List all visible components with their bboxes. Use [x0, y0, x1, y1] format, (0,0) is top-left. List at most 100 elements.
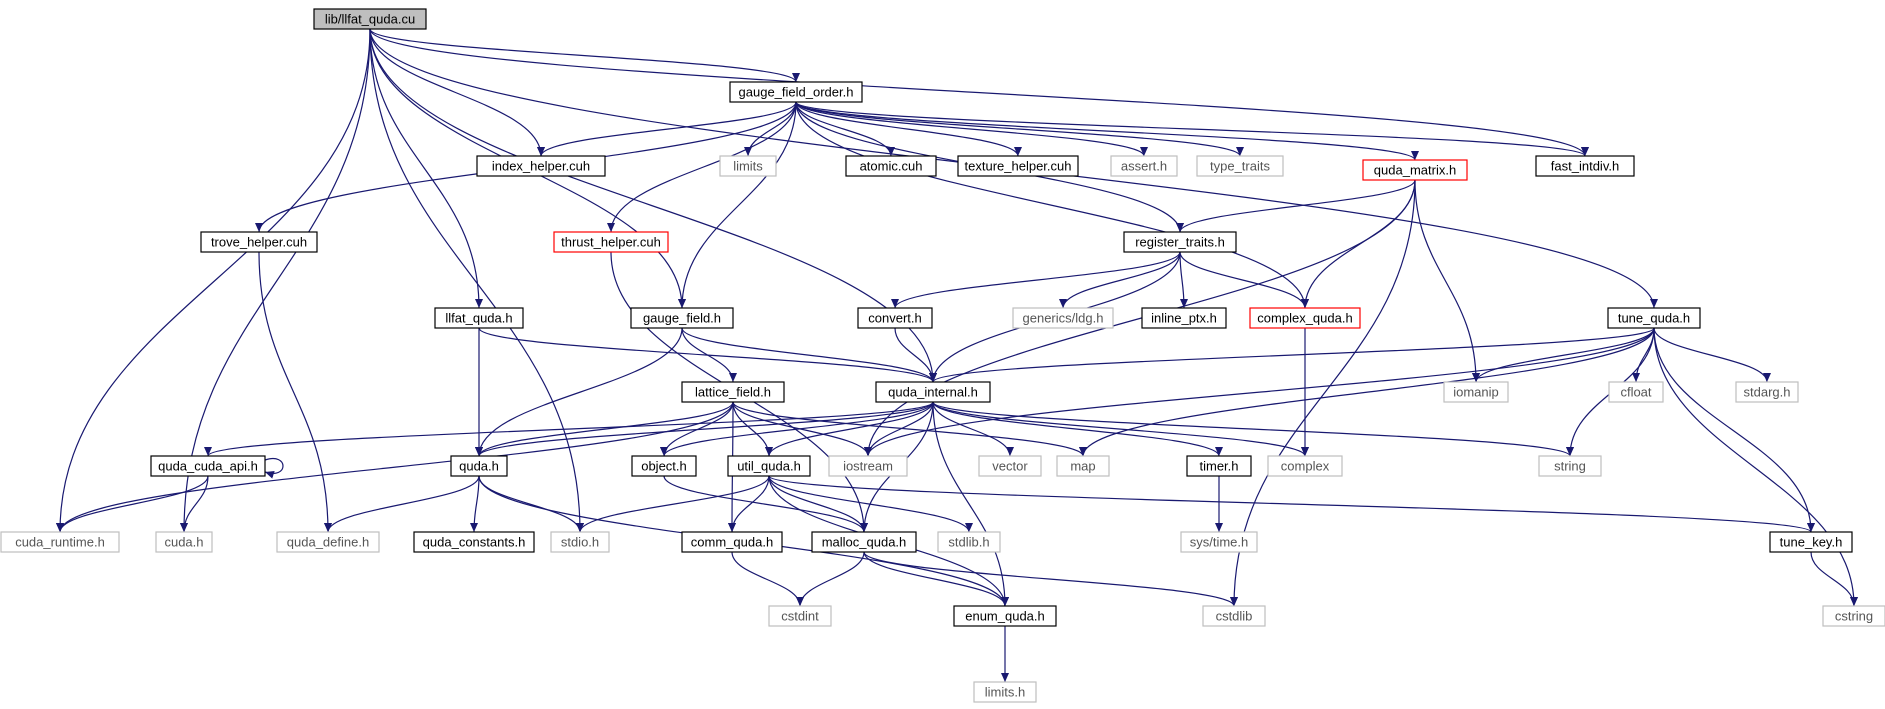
- node-quda-internal[interactable]: quda_internal.h: [875, 381, 991, 403]
- node-complex-quda[interactable]: complex_quda.h: [1249, 307, 1361, 329]
- node-quda-define: quda_define.h: [276, 531, 380, 553]
- file-nodes: lib/llfat_quda.cu gauge_field_order.hinde…: [0, 8, 1885, 703]
- node-box: [313, 8, 427, 30]
- node-lib-llfat[interactable]: lib/llfat_quda.cu: [313, 8, 427, 30]
- node-label: gauge_field.h: [643, 311, 721, 326]
- node-label: quda_cuda_api.h: [158, 459, 258, 474]
- node-label: cuda_runtime.h: [15, 535, 105, 550]
- node-tune-key[interactable]: tune_key.h: [1769, 531, 1853, 553]
- edge-lib_llfat-to-cuda: [180, 28, 371, 533]
- node-object[interactable]: object.h: [631, 455, 697, 477]
- node-cstdlib: cstdlib: [1202, 605, 1266, 627]
- node-label: convert.h: [868, 311, 921, 326]
- node-box: [1538, 455, 1602, 477]
- node-label: type_traits: [1210, 159, 1270, 174]
- node-quda-matrix[interactable]: quda_matrix.h: [1362, 159, 1468, 181]
- node-stdlib: stdlib.h: [937, 531, 1001, 553]
- node-label: quda.h: [459, 459, 499, 474]
- edge-quda_cuda_api-self-loop: [264, 457, 284, 479]
- node-cstdint: cstdint: [768, 605, 832, 627]
- edge-quda-to-quda_define: [324, 475, 480, 533]
- node-timer[interactable]: timer.h: [1186, 455, 1252, 477]
- node-llfat-quda[interactable]: llfat_quda.h: [434, 307, 524, 329]
- node-limits: limits: [719, 155, 777, 177]
- edge-gauge_field_order-to-assert: [795, 101, 1148, 157]
- node-label: stdarg.h: [1744, 385, 1791, 400]
- edge-gauge_field_order-to-type_traits: [795, 101, 1244, 157]
- node-label: lib/llfat_quda.cu: [325, 12, 415, 27]
- node-box: [953, 605, 1057, 627]
- node-label: cstdint: [781, 609, 819, 624]
- node-trove-helper[interactable]: trove_helper.cuh: [200, 231, 318, 253]
- node-convert[interactable]: convert.h: [857, 307, 933, 329]
- node-label: llfat_quda.h: [445, 311, 512, 326]
- node-atomic[interactable]: atomic.cuh: [845, 155, 937, 177]
- node-gauge-field-order[interactable]: gauge_field_order.h: [729, 81, 863, 103]
- node-lattice-field[interactable]: lattice_field.h: [681, 381, 785, 403]
- edge-tune_quda-to-map: [1079, 327, 1655, 457]
- edge-gauge_field_order-to-complex_quda: [795, 101, 1309, 309]
- edge-quda-to-stdio: [478, 475, 584, 533]
- node-box: [155, 531, 213, 553]
- node-index-helper[interactable]: index_helper.cuh: [476, 155, 606, 177]
- node-util-quda[interactable]: util_quda.h: [727, 455, 811, 477]
- edge-quda-to-quda_constants: [470, 475, 480, 533]
- node-label: map: [1070, 459, 1095, 474]
- node-iostream: iostream: [828, 455, 908, 477]
- node-box: [631, 455, 697, 477]
- node-cfloat: cfloat: [1608, 381, 1664, 403]
- node-texture-helper[interactable]: texture_helper.cuh: [957, 155, 1079, 177]
- edge-object-to-malloc_quda: [663, 475, 868, 533]
- node-box: [1267, 455, 1343, 477]
- node-gauge-field[interactable]: gauge_field.h: [630, 307, 734, 329]
- node-cstring: cstring: [1822, 605, 1885, 627]
- node-label: cuda.h: [164, 535, 203, 550]
- node-inline-ptx[interactable]: inline_ptx.h: [1141, 307, 1227, 329]
- edge-quda_internal-to-timer: [932, 401, 1223, 457]
- dependency-edges: [56, 28, 1858, 682]
- node-label: cstdlib: [1216, 609, 1253, 624]
- node-assert: assert.h: [1110, 155, 1178, 177]
- node-box: [1535, 155, 1635, 177]
- node-box: [811, 531, 917, 553]
- node-label: complex_quda.h: [1257, 311, 1352, 326]
- node-fast-intdiv[interactable]: fast_intdiv.h: [1535, 155, 1635, 177]
- node-label: util_quda.h: [737, 459, 801, 474]
- node-label: cstring: [1835, 609, 1873, 624]
- node-stdarg: stdarg.h: [1735, 381, 1799, 403]
- node-thrust-helper[interactable]: thrust_helper.cuh: [553, 231, 669, 253]
- edge-quda_internal-to-object: [660, 401, 934, 457]
- node-enum-quda[interactable]: enum_quda.h: [953, 605, 1057, 627]
- edge-lib_llfat-to-stdio: [369, 28, 584, 533]
- edge-tune_key-to-cstring: [1810, 551, 1858, 607]
- node-quda-cuda-api[interactable]: quda_cuda_api.h: [150, 455, 266, 477]
- edge-quda_internal-to-vector: [932, 401, 1014, 457]
- node-box: [553, 231, 669, 253]
- node-box: [1443, 381, 1509, 403]
- node-box: [1123, 231, 1237, 253]
- node-box: [978, 455, 1042, 477]
- edge-gauge_field-to-quda_internal: [681, 327, 937, 383]
- node-label: limits.h: [985, 685, 1025, 700]
- node-cuda: cuda.h: [155, 531, 213, 553]
- node-quda-constants[interactable]: quda_constants.h: [413, 531, 535, 553]
- node-box: [1141, 307, 1227, 329]
- edge-tune_quda-to-iostream: [864, 327, 1655, 457]
- node-label: fast_intdiv.h: [1551, 159, 1619, 174]
- node-type-traits: type_traits: [1196, 155, 1284, 177]
- node-comm-quda[interactable]: comm_quda.h: [681, 531, 783, 553]
- node-tune-quda[interactable]: tune_quda.h: [1607, 307, 1701, 329]
- edge-quda_cuda_api-to-cuda_runtime: [56, 475, 209, 533]
- node-quda[interactable]: quda.h: [450, 455, 508, 477]
- node-register-traits[interactable]: register_traits.h: [1123, 231, 1237, 253]
- node-box: [768, 605, 832, 627]
- node-malloc-quda[interactable]: malloc_quda.h: [811, 531, 917, 553]
- node-label: enum_quda.h: [965, 609, 1045, 624]
- edge-util_quda-to-comm_quda: [728, 475, 770, 533]
- node-cuda-runtime: cuda_runtime.h: [0, 531, 120, 553]
- node-box: [630, 307, 734, 329]
- node-box: [845, 155, 937, 177]
- edge-gauge_field_order-to-gauge_field: [678, 101, 797, 309]
- edge-lib_llfat-to-fast_intdiv: [369, 28, 1589, 157]
- node-label: index_helper.cuh: [492, 159, 590, 174]
